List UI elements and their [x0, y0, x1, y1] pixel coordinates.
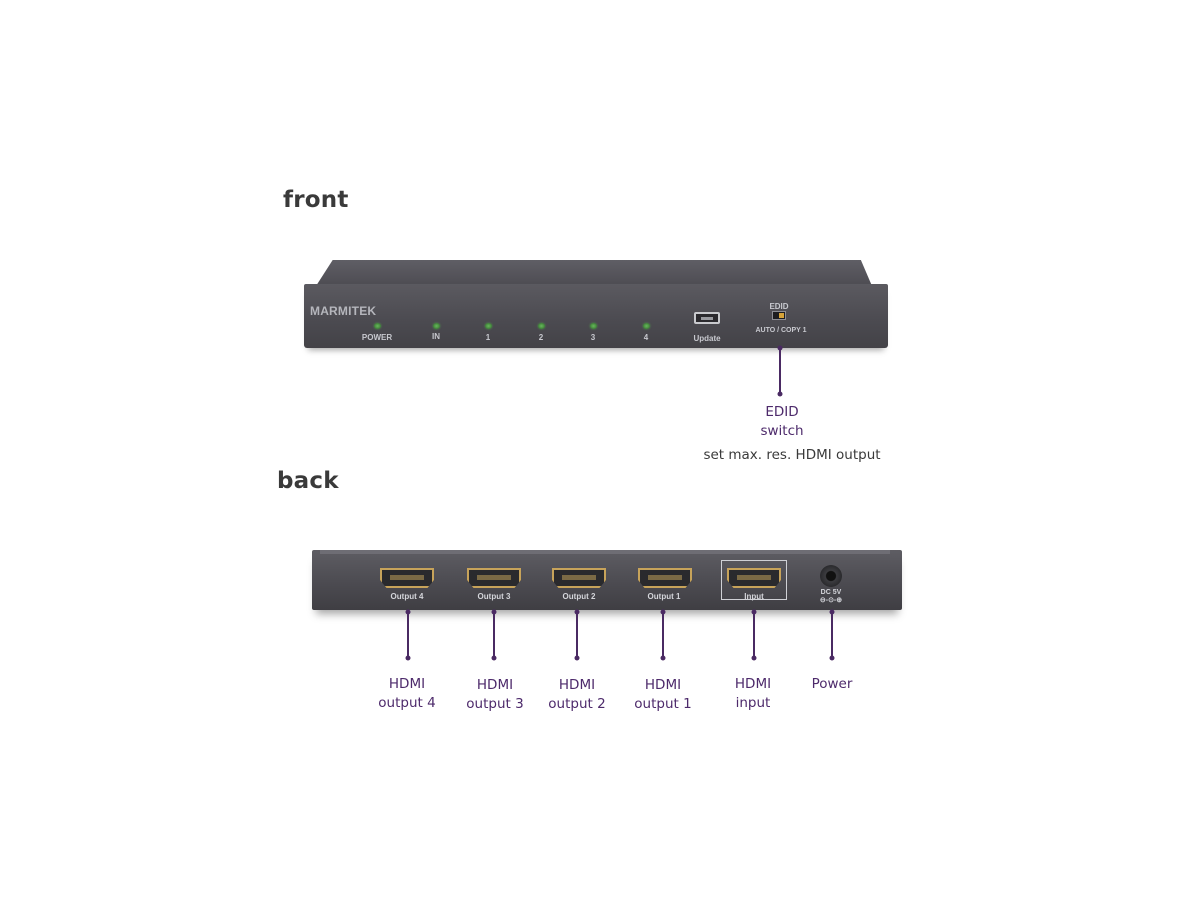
hdmi-input-callout-line — [753, 612, 755, 658]
hdmi-output-1-port — [638, 568, 692, 588]
edid-switch — [772, 311, 786, 320]
back-panel-device: Output 4 Output 3 Output 2 Output 1 Inpu… — [306, 546, 902, 622]
dc-power-label-line2: ⊖-⊙-⊕ — [819, 597, 843, 604]
hdmi-output-4-callout-label: HDMI output 4 — [378, 675, 435, 713]
hdmi-input-callout-dot-bottom — [751, 655, 757, 661]
output-2-led-label: 2 — [538, 333, 544, 342]
power-callout-dot-bottom — [829, 655, 835, 661]
hdmi-output-4-port — [380, 568, 434, 588]
hdmi-output-2-label: Output 2 — [562, 592, 596, 601]
hdmi-output-3-callout-label: HDMI output 3 — [466, 676, 523, 714]
hdmi-output-3-label: Output 3 — [477, 592, 511, 601]
usb-update-port — [694, 312, 720, 324]
hdmi-output-3-callout-dot-top — [491, 609, 497, 615]
hdmi-output-4-callout-dot-top — [405, 609, 411, 615]
hdmi-output-2-callout-line2: output 2 — [548, 696, 606, 712]
hdmi-output-2-port — [552, 568, 606, 588]
brand-logo: MARMITEK — [310, 304, 377, 318]
dc-power-jack — [820, 565, 842, 587]
power-callout-dot-top — [829, 609, 835, 615]
power-led-label: POWER — [361, 333, 393, 342]
hdmi-output-1-callout-dot-bottom — [660, 655, 666, 661]
power-callout-label: Power — [812, 675, 853, 694]
usb-update-label: Update — [693, 334, 721, 343]
edid-mode-label: AUTO / COPY 1 — [755, 327, 807, 334]
back-section-title: back — [277, 468, 339, 494]
hdmi-output-3-callout-line2: output 3 — [466, 696, 524, 712]
hdmi-input-port — [727, 568, 781, 588]
input-led-label: IN — [432, 332, 440, 341]
device-top-surface — [316, 260, 872, 286]
edid-callout-line2: switch — [760, 423, 804, 439]
hdmi-output-1-label: Output 1 — [647, 592, 681, 601]
hdmi-output-3-port — [467, 568, 521, 588]
power-callout-line1: Power — [811, 676, 853, 692]
hdmi-input-callout-line1: HDMI — [734, 676, 772, 692]
hdmi-output-2-callout-dot-top — [574, 609, 580, 615]
output-2-led — [538, 323, 545, 329]
edid-switch-title: EDID — [769, 302, 789, 311]
hdmi-output-4-callout-line — [407, 612, 409, 658]
hdmi-output-1-callout-line1: HDMI — [644, 677, 682, 693]
power-callout-line — [831, 612, 833, 658]
hdmi-output-1-callout-dot-top — [660, 609, 666, 615]
hdmi-output-4-callout-line1: HDMI — [388, 676, 426, 692]
edid-callout-line — [779, 348, 781, 394]
hdmi-input-frame — [721, 560, 787, 600]
input-led — [433, 323, 440, 329]
hdmi-output-2-callout-label: HDMI output 2 — [548, 676, 605, 714]
hdmi-output-4-label: Output 4 — [390, 592, 424, 601]
edid-callout-dot-top — [777, 345, 783, 351]
hdmi-output-3-callout-line — [493, 612, 495, 658]
hdmi-output-2-callout-line — [576, 612, 578, 658]
device-front-face — [304, 284, 888, 348]
power-led — [374, 323, 381, 329]
hdmi-output-2-callout-line1: HDMI — [558, 677, 596, 693]
hdmi-output-3-callout-dot-bottom — [491, 655, 497, 661]
output-4-led — [643, 323, 650, 329]
output-1-led — [485, 323, 492, 329]
hdmi-input-callout-line2: input — [735, 695, 771, 711]
front-panel-device: MARMITEK POWER IN 1 2 3 4 Update EDID AU… — [298, 256, 894, 356]
hdmi-input-callout-label: HDMI input — [735, 675, 771, 713]
hdmi-output-2-callout-dot-bottom — [574, 655, 580, 661]
output-1-led-label: 1 — [485, 333, 491, 342]
front-section-title: front — [283, 187, 349, 213]
edid-callout-line1: EDID — [765, 404, 799, 420]
edid-description: set max. res. HDMI output — [703, 447, 881, 463]
hdmi-output-4-callout-dot-bottom — [405, 655, 411, 661]
dc-power-label: DC 5V ⊖-⊙-⊕ — [820, 589, 842, 605]
hdmi-output-1-callout-line2: output 1 — [634, 696, 692, 712]
hdmi-output-1-callout-label: HDMI output 1 — [634, 676, 691, 714]
output-3-led — [590, 323, 597, 329]
hdmi-output-3-callout-line1: HDMI — [476, 677, 514, 693]
edid-callout-dot-bottom — [777, 391, 783, 397]
hdmi-input-callout-dot-top — [751, 609, 757, 615]
dc-power-label-line1: DC 5V — [820, 589, 842, 596]
hdmi-output-4-callout-line2: output 4 — [378, 695, 436, 711]
output-3-led-label: 3 — [590, 333, 596, 342]
output-4-led-label: 4 — [643, 333, 649, 342]
hdmi-input-label: Input — [744, 592, 764, 601]
edid-callout-label: EDID switch — [760, 403, 803, 441]
hdmi-output-1-callout-line — [662, 612, 664, 658]
